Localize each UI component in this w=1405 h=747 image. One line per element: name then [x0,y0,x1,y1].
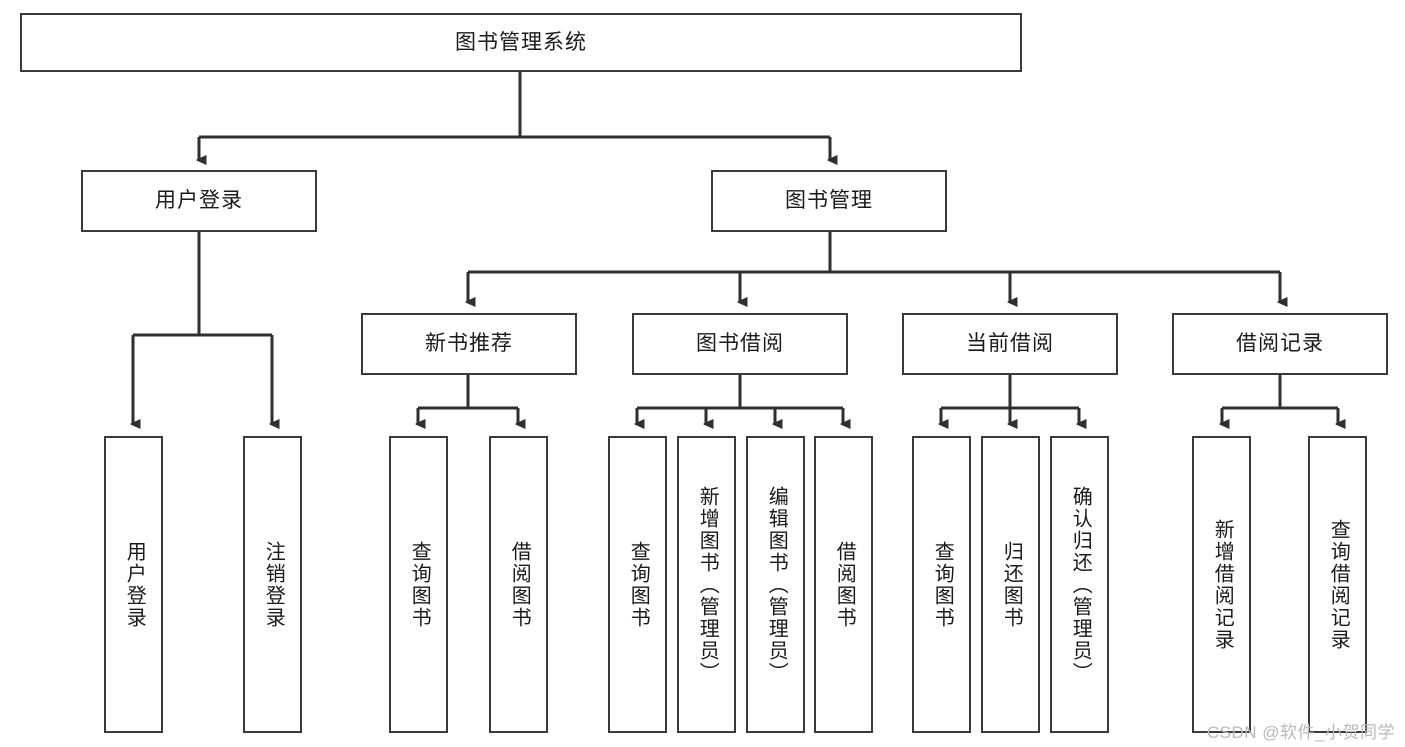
node-leaf-query-book-3-label: 查询图书 [931,540,954,629]
node-leaf-query-book-1-label: 查询图书 [408,540,431,629]
node-book-borrow-label: 图书借阅 [696,332,784,356]
node-leaf-query-book-1[interactable]: 查询图书 [389,436,448,733]
node-leaf-query-book-2[interactable]: 查询图书 [608,436,667,733]
node-leaf-logout-label: 注销登录 [262,540,285,629]
node-leaf-confirm-return[interactable]: 确认归还（管理员） [1050,436,1109,733]
watermark: CSDN @软件_小贺同学 [1206,723,1395,742]
node-leaf-edit-book[interactable]: 编辑图书（管理员） [746,436,805,733]
node-current-borrow[interactable]: 当前借阅 [902,313,1118,375]
node-user-login-label: 用户登录 [155,189,243,213]
node-new-book-rec-label: 新书推荐 [425,332,513,356]
node-leaf-add-record-label: 新增借阅记录 [1211,518,1234,651]
node-leaf-return-book-label: 归还图书 [1000,540,1023,629]
node-leaf-query-record[interactable]: 查询借阅记录 [1308,436,1367,733]
node-leaf-confirm-return-label: 确认归还（管理员） [1069,485,1092,684]
node-leaf-add-book-label: 新增图书（管理员） [696,485,719,684]
node-book-manage[interactable]: 图书管理 [711,170,947,232]
node-book-borrow[interactable]: 图书借阅 [632,313,848,375]
node-leaf-borrow-book-2[interactable]: 借阅图书 [814,436,873,733]
node-borrow-record[interactable]: 借阅记录 [1172,313,1388,375]
node-leaf-borrow-book-1[interactable]: 借阅图书 [489,436,548,733]
node-current-borrow-label: 当前借阅 [966,332,1054,356]
node-root[interactable]: 图书管理系统 [20,13,1022,72]
node-leaf-borrow-book-1-label: 借阅图书 [508,540,531,629]
node-leaf-add-record[interactable]: 新增借阅记录 [1192,436,1251,733]
node-leaf-edit-book-label: 编辑图书（管理员） [765,485,788,684]
node-leaf-query-book-3[interactable]: 查询图书 [912,436,971,733]
node-root-label: 图书管理系统 [455,30,587,54]
node-borrow-record-label: 借阅记录 [1236,332,1324,356]
node-leaf-query-book-2-label: 查询图书 [627,540,650,629]
node-leaf-return-book[interactable]: 归还图书 [981,436,1040,733]
node-leaf-add-book[interactable]: 新增图书（管理员） [677,436,736,733]
node-book-manage-label: 图书管理 [785,189,873,213]
node-user-login[interactable]: 用户登录 [81,170,317,232]
node-leaf-query-record-label: 查询借阅记录 [1327,518,1350,651]
node-leaf-borrow-book-2-label: 借阅图书 [833,540,856,629]
node-new-book-rec[interactable]: 新书推荐 [361,313,577,375]
node-leaf-logout[interactable]: 注销登录 [243,436,302,733]
node-leaf-user-login-label: 用户登录 [123,540,146,629]
node-leaf-user-login[interactable]: 用户登录 [104,436,163,733]
